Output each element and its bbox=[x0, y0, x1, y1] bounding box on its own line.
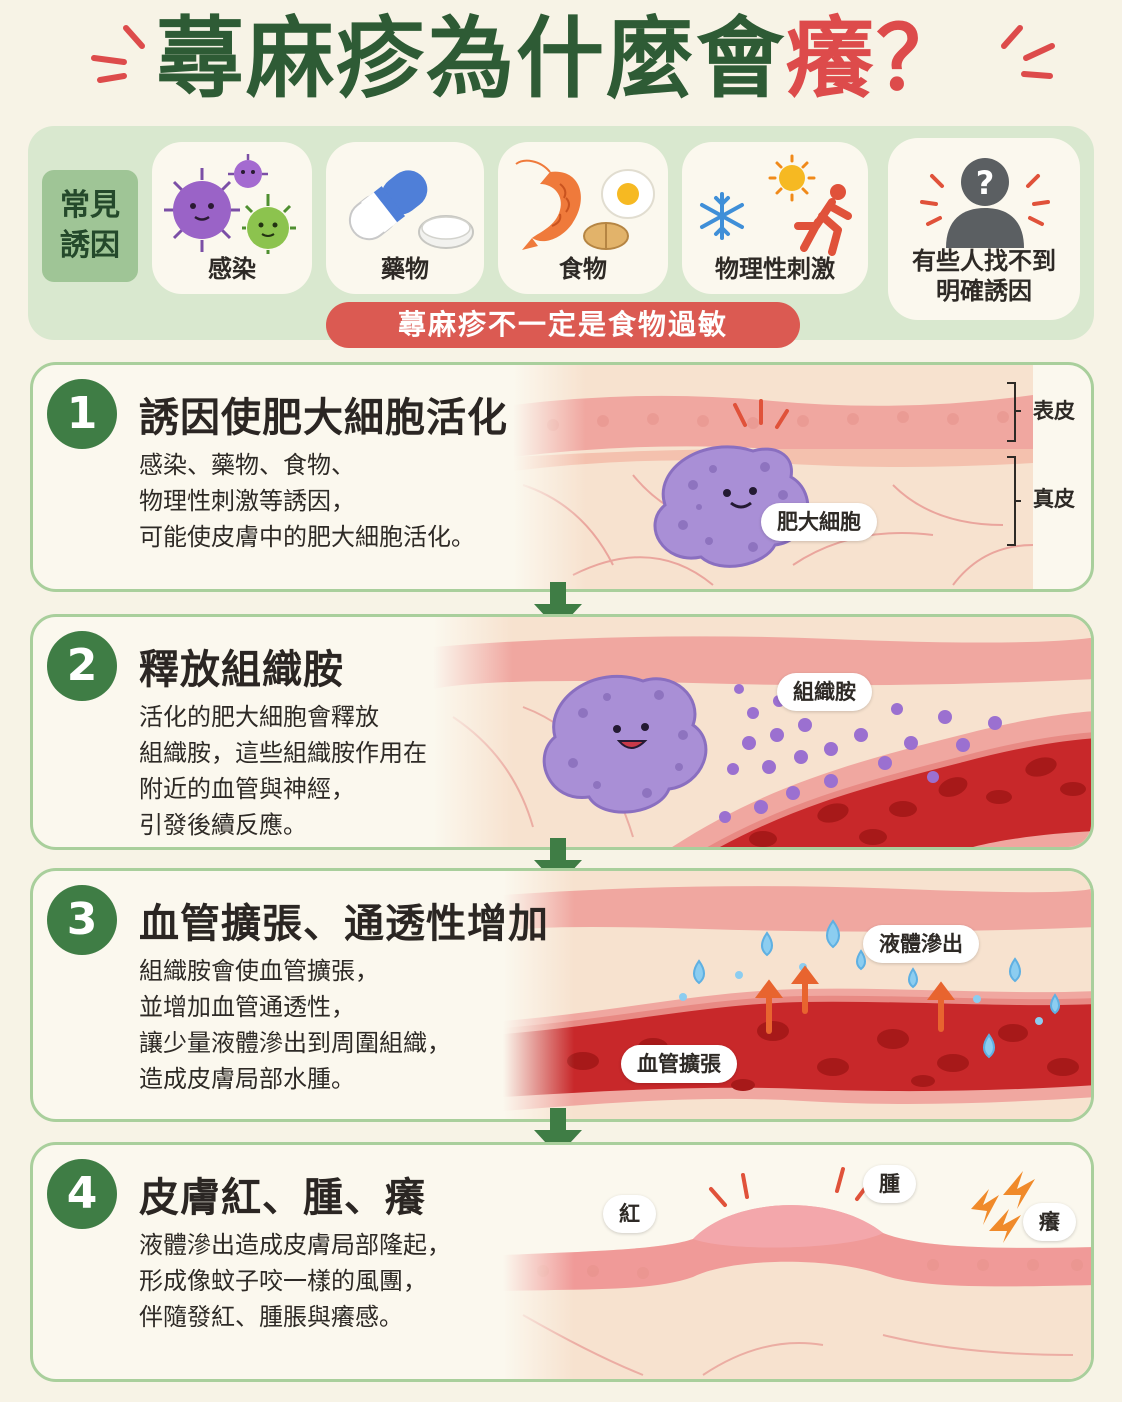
trigger-card-physical: 物理性刺激 bbox=[682, 142, 868, 294]
title-itch: 癢 bbox=[785, 7, 876, 110]
step-2-heading: 釋放組織胺 bbox=[139, 647, 344, 693]
step-4-description: 液體滲出造成皮膚局部隆起， 形成像蚊子咬一樣的風團， 伴隨發紅、腫脹與癢感。 bbox=[139, 1231, 451, 1331]
step-number-3: 3 bbox=[47, 885, 117, 955]
page-title: 蕁麻疹為什麼會癢？ bbox=[0, 4, 1122, 114]
trigger-label-infection: 感染 bbox=[208, 255, 256, 283]
step-1-panel: 表皮 真皮 1 誘因使肥大細胞活化 感染、藥物、食物、 物理性刺激等誘因， 可能… bbox=[30, 362, 1094, 592]
dermis-label: 真皮 bbox=[1033, 487, 1075, 511]
step-1-heading: 誘因使肥大細胞活化 bbox=[139, 395, 508, 441]
red-tag: 紅 bbox=[603, 1195, 656, 1233]
common-triggers-panel: 常見 誘因 感染 bbox=[28, 126, 1094, 348]
step-3-panel: 3 血管擴張、通透性增加 組織胺會使血管擴張， 並增加血管通透性， 讓少量液體滲… bbox=[30, 868, 1094, 1122]
skin-layer-illustration bbox=[513, 365, 1033, 589]
right-emphasis-icon bbox=[1001, 25, 1055, 79]
trigger-card-food: 食物 bbox=[498, 142, 668, 294]
pill-icon bbox=[348, 170, 474, 249]
mast-cell-tag: 肥大細胞 bbox=[761, 503, 877, 541]
left-emphasis-icon bbox=[91, 25, 145, 83]
step-1-description: 感染、藥物、食物、 物理性刺激等誘因， 可能使皮膚中的肥大細胞活化。 bbox=[139, 451, 475, 551]
step-number-1: 1 bbox=[47, 379, 117, 449]
food-icon bbox=[515, 159, 655, 250]
step-2-panel: 2 釋放組織胺 活化的肥大細胞會釋放 組織胺，這些組織胺作用在 附近的血管與神經… bbox=[30, 614, 1094, 850]
step-number-2: 2 bbox=[47, 631, 117, 701]
trigger-label-food: 食物 bbox=[559, 255, 607, 283]
trigger-card-infection: 感染 bbox=[152, 142, 312, 294]
title-question-mark: ？ bbox=[876, 7, 967, 110]
title-main: 蕁麻疹為什麼會 bbox=[155, 7, 786, 110]
trigger-card-unknown: ? 有些人找不到 明確誘因 bbox=[888, 138, 1080, 320]
itch-tag: 癢 bbox=[1023, 1203, 1076, 1241]
trigger-label-physical: 物理性刺激 bbox=[715, 255, 835, 283]
trigger-card-drugs: 藥物 bbox=[326, 142, 484, 294]
histamine-tag: 組織胺 bbox=[777, 673, 872, 711]
step-3-description: 組織胺會使血管擴張， 並增加血管通透性， 讓少量液體滲出到周圍組織， 造成皮膚局… bbox=[139, 957, 451, 1093]
fluid-leak-tag: 液體滲出 bbox=[863, 925, 979, 963]
histamine-release-illustration bbox=[433, 617, 1091, 847]
virus-icon bbox=[164, 154, 296, 254]
step-2-description: 活化的肥大細胞會釋放 組織胺，這些組織胺作用在 附近的血管與神經， 引發後續反應… bbox=[139, 703, 427, 839]
vessel-dilation-illustration bbox=[503, 871, 1091, 1119]
epidermis-bracket bbox=[1007, 382, 1021, 546]
swelling-tag: 腫 bbox=[863, 1165, 916, 1203]
physical-stimulus-icon bbox=[700, 154, 852, 256]
wheal-illustration bbox=[503, 1145, 1091, 1379]
step-4-heading: 皮膚紅、腫、癢 bbox=[139, 1175, 426, 1221]
triggers-label: 常見 誘因 bbox=[42, 170, 138, 282]
vessel-dilation-tag: 血管擴張 bbox=[621, 1045, 737, 1083]
trigger-label-drugs: 藥物 bbox=[381, 255, 429, 283]
unknown-person-icon: ? bbox=[920, 158, 1050, 248]
step-number-4: 4 bbox=[47, 1159, 117, 1229]
step-3-heading: 血管擴張、通透性增加 bbox=[139, 901, 549, 947]
not-always-food-allergy-note: 蕁麻疹不一定是食物過敏 bbox=[326, 302, 800, 348]
svg-text:?: ? bbox=[976, 164, 995, 202]
trigger-label-unknown: 有些人找不到 明確誘因 bbox=[912, 247, 1056, 305]
step-4-panel: 4 皮膚紅、腫、癢 液體滲出造成皮膚局部隆起， 形成像蚊子咬一樣的風團， 伴隨發… bbox=[30, 1142, 1094, 1382]
epidermis-label: 表皮 bbox=[1033, 399, 1075, 423]
